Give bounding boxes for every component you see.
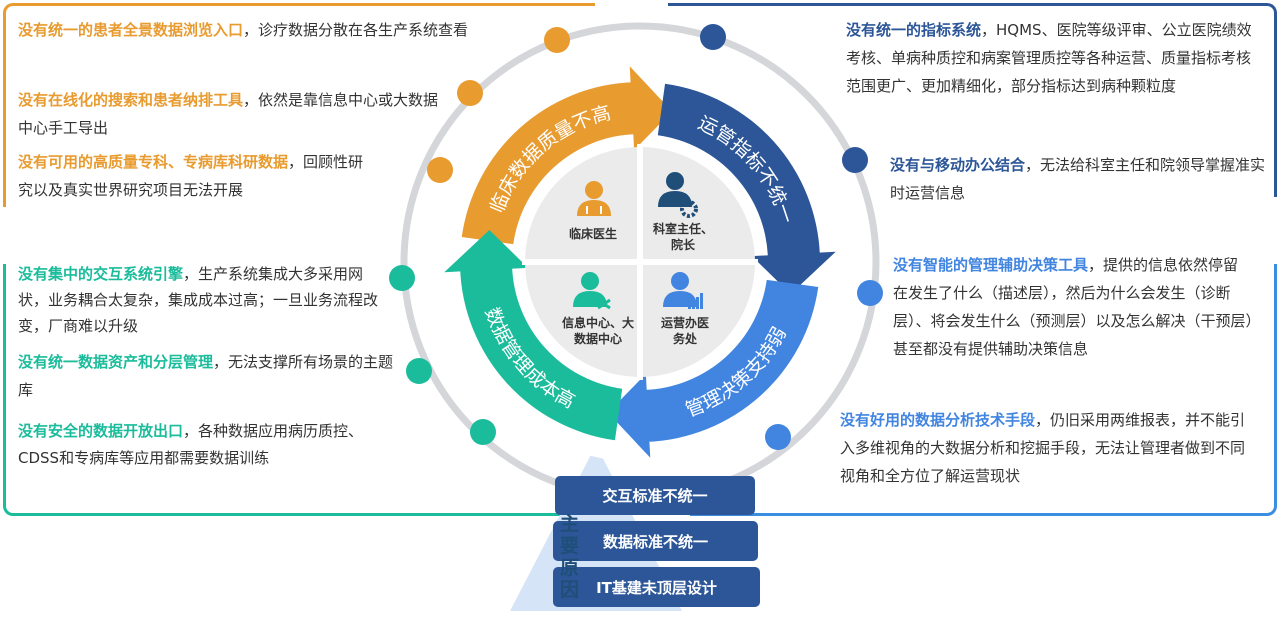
head [585,181,603,199]
clinical-point-1: 没有统一的患者全景数据浏览入口，诊疗数据分散在各生产系统查看 [18,21,469,39]
timeline-dot [389,265,415,291]
operations-point-1: 没有统一的指标系统，HQMS、医院等级评审、公立医院绩效考核、单病种质控和病案管… [846,21,1252,95]
timeline-dot [457,80,483,106]
clinical-arrow-body [461,82,636,245]
timeline-dot [765,424,791,450]
cause-it-infrastructure: IT基建未顶层设计 [553,567,760,607]
timeline-dot [470,419,496,445]
clinical-arrow-head [629,66,673,151]
data_mgmt-arrow-head [444,229,529,273]
operations-arrow-head [751,251,836,295]
cause-data-standard: 数据标准不统一 [553,521,758,561]
head [581,272,599,290]
role-office-label: 运营办医务处 [660,316,709,346]
gear-icon [680,200,698,218]
causes-title: 主要原因 [560,513,580,601]
body [573,291,607,307]
timeline-dot [842,147,868,173]
clinical-point-3: 没有可用的高质量专科、专病库科研数据，回顾性研究以及真实世界研究项目无法开展 [18,153,364,199]
data-mgmt-point-3: 没有安全的数据开放出口，各种数据应用病历质控、CDSS和专病库等应用都需要数据训… [18,422,364,467]
operations-frame [668,3,1277,197]
timeline-dot [700,24,726,50]
shuffle-icon [597,298,611,310]
clinical-frame [3,3,595,207]
decision-arrow-head [607,373,651,458]
data-mgmt-frame [3,264,563,516]
stethoscope-icon [586,206,602,214]
role-director-label: 科室主任、院长 [652,222,713,252]
signal-bar-icon [692,301,695,309]
divider-horizontal [522,259,758,265]
office-icon [663,272,697,307]
operations-arrow-body [657,83,820,258]
decision-arrow-body [644,279,819,442]
data-mgmt-point-1: 没有集中的交互系统引擎，生产系统集成大多采用网状，业务耦合太复杂，集成成本过高；… [18,265,379,335]
clinical-point-2: 没有在线化的搜索和患者纳排工具，依然是靠信息中心或大数据中心手工导出 [18,91,439,137]
decision-point-2: 没有好用的数据分析技术手段，仍旧采用两维报表，并不能引入多维视角的大数据分析和挖… [840,411,1246,485]
timeline-dot [544,27,570,53]
head [666,172,684,190]
signal-bar-icon [696,297,699,309]
operations-point-2: 没有与移动办公结合，无法给科室主任和院领导掌握准实时运营信息 [890,156,1266,202]
signal-bar-icon [700,293,703,309]
doctor-icon [577,181,611,216]
body [577,200,611,216]
signal-bar-icon [688,305,691,309]
head [671,272,689,290]
timeline-dot [857,280,883,306]
data-mgmt-point-2: 没有统一数据资产和分层管理，无法支撑所有场景的主题库 [18,353,394,399]
decision-frame [690,264,1277,516]
timeline-dot [406,358,432,384]
role-doctor-label: 临床医生 [568,227,617,241]
info-center-icon [573,272,607,307]
role-info-label: 信息中心、大数据中心 [561,316,634,346]
cause-interaction-standard: 交互标准不统一 [555,476,755,515]
decision-point-1: 没有智能的管理辅助决策工具，提供的信息依然停留在发生了什么（描述层），然后为什么… [893,256,1254,358]
data_mgmt-arrow-body [460,266,623,441]
timeline-dot [427,157,453,183]
body [663,291,697,307]
